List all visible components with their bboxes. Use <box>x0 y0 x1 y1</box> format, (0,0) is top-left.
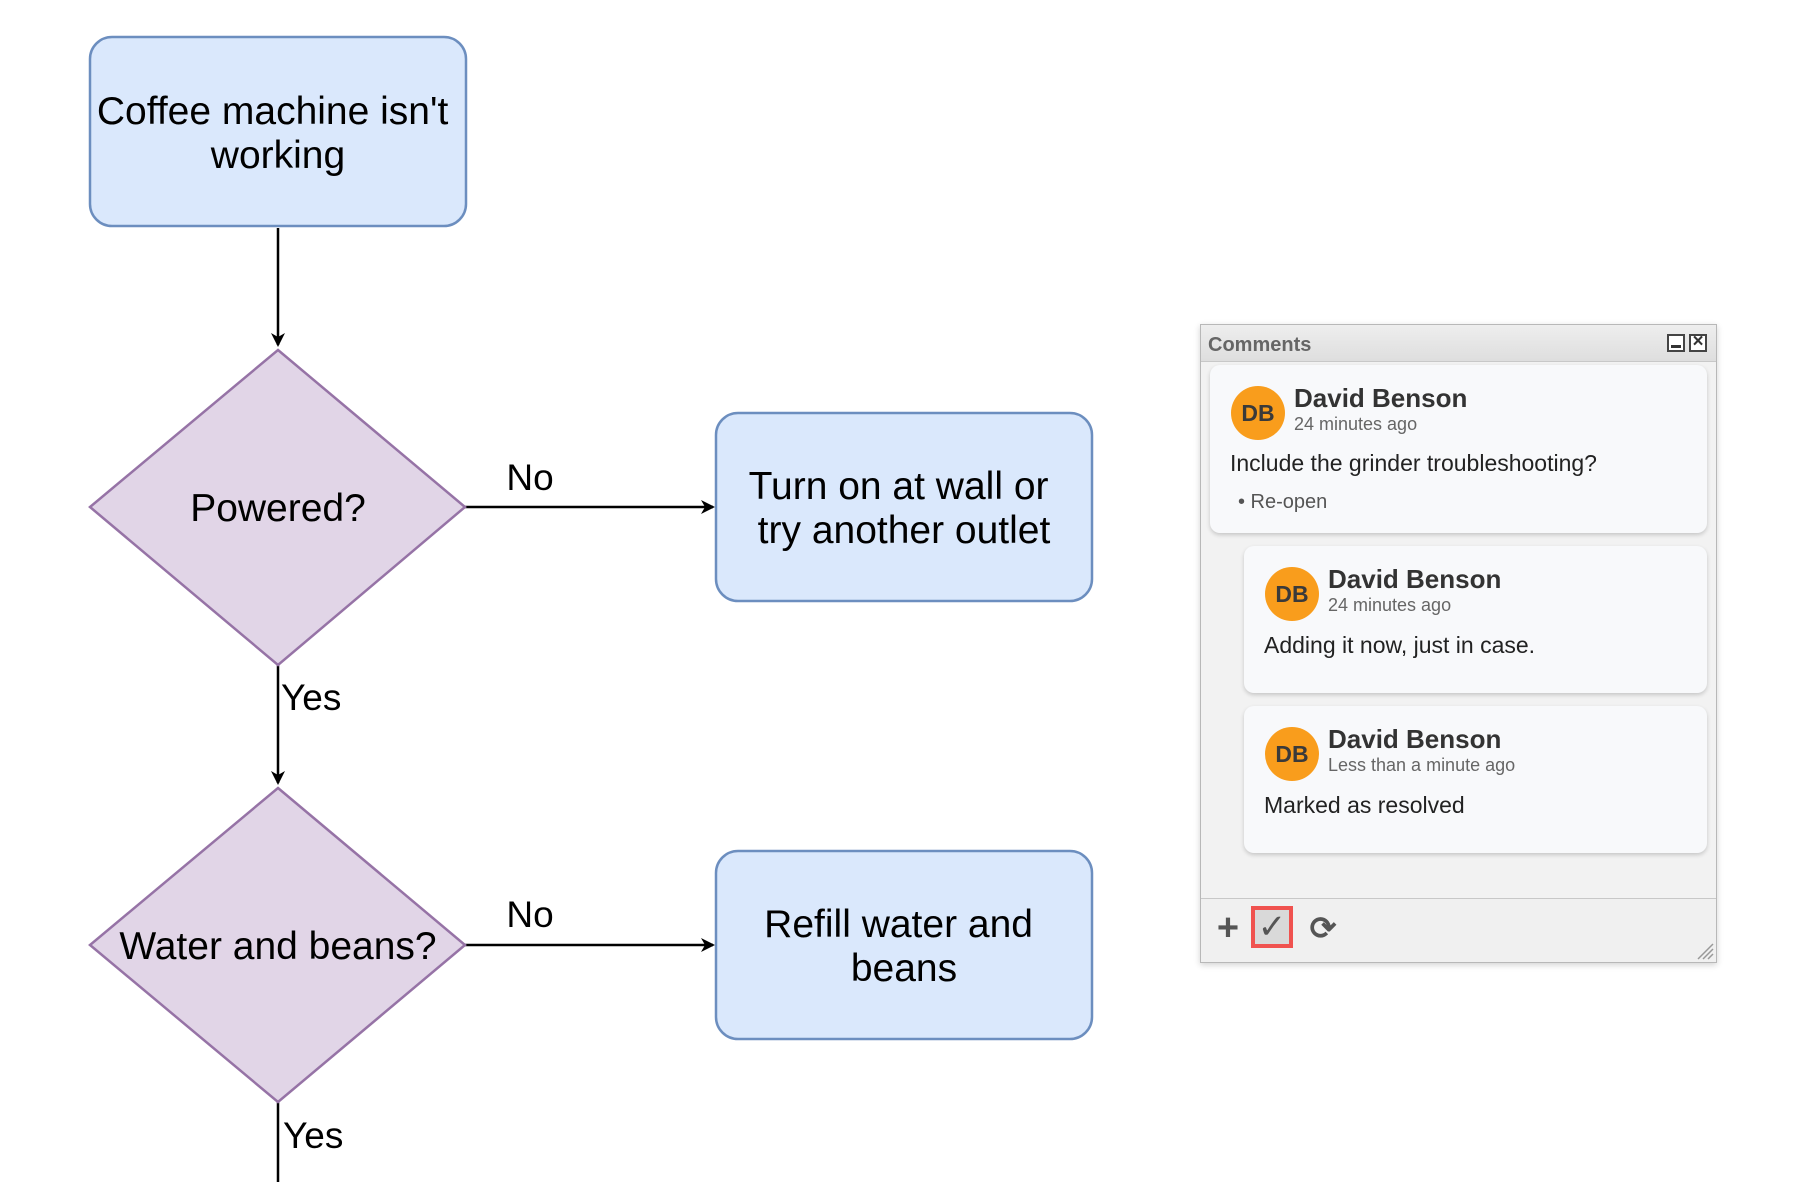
comments-toolbar: + ✓ ⟳ <box>1201 898 1716 962</box>
reply-card[interactable]: DB David Benson Less than a minute ago M… <box>1244 706 1707 853</box>
comment-timestamp: 24 minutes ago <box>1328 595 1452 615</box>
comment-author: David Benson <box>1294 383 1468 413</box>
refresh-button[interactable]: ⟳ <box>1306 911 1340 945</box>
refresh-icon: ⟳ <box>1309 910 1337 946</box>
start-node-label: Coffee machine isn't working <box>97 90 459 177</box>
edge-label-no-2: No <box>506 894 553 935</box>
decision-water-node[interactable] <box>88 786 467 1104</box>
edge-label-no-1: No <box>506 457 553 498</box>
comment-text: Marked as resolved <box>1264 792 1465 818</box>
comments-title: Comments <box>1208 334 1312 356</box>
edge-label-yes-1: Yes <box>281 677 341 718</box>
plus-icon: + <box>1216 907 1240 949</box>
avatar: DB <box>1265 567 1319 621</box>
edge-label-yes-2: Yes <box>283 1115 343 1156</box>
resolve-button[interactable]: ✓ <box>1251 906 1293 948</box>
close-icon: × <box>1692 331 1704 352</box>
minimize-icon <box>1671 345 1681 348</box>
power-action-label: Turn on at wall or try another outlet <box>749 465 1060 552</box>
avatar: DB <box>1265 727 1319 781</box>
comment-text: Adding it now, just in case. <box>1264 632 1536 658</box>
comment-author: David Benson <box>1328 724 1502 754</box>
comments-window[interactable]: Comments × DB David Benson 24 minutes ag… <box>1200 324 1717 963</box>
decision-powered-label: Powered? <box>190 487 366 530</box>
comment-timestamp: 24 minutes ago <box>1294 414 1418 434</box>
refill-action-node[interactable] <box>714 849 1094 1041</box>
close-button[interactable]: × <box>1689 331 1707 352</box>
minimize-button[interactable] <box>1667 334 1685 352</box>
comments-list[interactable]: DB David Benson 24 minutes ago Include t… <box>1201 362 1716 899</box>
checkmark-icon: ✓ <box>1257 908 1287 946</box>
comment-timestamp: Less than a minute ago <box>1328 755 1516 775</box>
avatar: DB <box>1231 386 1285 440</box>
power-action-node[interactable] <box>714 411 1094 603</box>
comment-author: David Benson <box>1328 564 1502 594</box>
decision-water-label: Water and beans? <box>119 925 436 968</box>
flowchart-diagram: No Yes No Yes Coffee machine isn't worki… <box>88 35 1094 1182</box>
decision-powered-node[interactable] <box>88 348 467 667</box>
reply-card[interactable]: DB David Benson 24 minutes ago Adding it… <box>1244 546 1707 693</box>
comments-titlebar[interactable]: Comments × <box>1201 325 1716 362</box>
comment-text: Include the grinder troubleshooting? <box>1230 450 1597 476</box>
add-comment-button[interactable]: + <box>1213 909 1243 947</box>
start-node[interactable] <box>88 35 468 228</box>
refill-action-label: Refill water and beans <box>764 903 1044 990</box>
reopen-link[interactable]: • Re-open <box>1238 491 1328 513</box>
resize-grip-icon[interactable] <box>1694 940 1714 960</box>
comment-card[interactable]: DB David Benson 24 minutes ago Include t… <box>1210 365 1707 533</box>
